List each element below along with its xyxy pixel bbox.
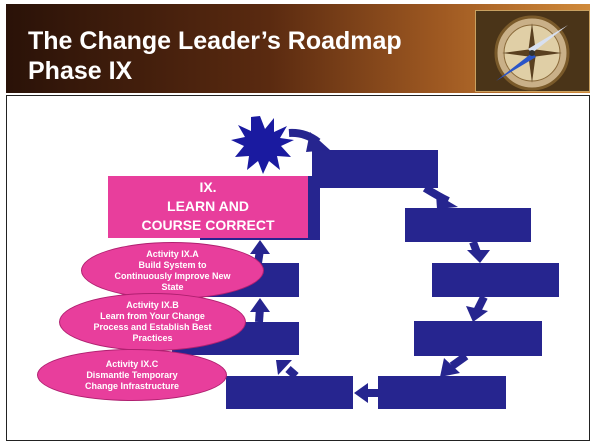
step-box-4 <box>414 321 542 356</box>
activity-b: Activity IX.B Learn from Your Change Pro… <box>59 293 246 351</box>
step-box-2 <box>405 208 531 242</box>
phase-box-line-3: COURSE CORRECT <box>141 217 275 233</box>
activity-b-line-2: Learn from Your Change <box>100 311 205 321</box>
step-box-5 <box>378 376 506 409</box>
activity-a-line-2: Build System to <box>138 259 207 270</box>
phase-box: IX. LEARN AND COURSE CORRECT <box>108 176 308 238</box>
activity-b-line-3: Process and Establish Best <box>93 322 212 332</box>
activity-a-line-3: Continuously Improve New <box>114 270 231 281</box>
activity-c: Activity IX.C Dismantle Temporary Change… <box>37 349 227 401</box>
title-line-2: Phase IX <box>28 57 133 85</box>
activity-a: Activity IX.A Build System to Continuous… <box>81 242 264 299</box>
step-box-1 <box>312 150 438 188</box>
phase-box-line-2: LEARN AND <box>167 198 249 214</box>
activity-c-line-3: Change Infrastructure <box>84 380 180 391</box>
title-line-1: The Change Leader’s Roadmap <box>28 27 402 55</box>
arrow-box4-to-box5 <box>449 352 469 370</box>
slide-title: The Change Leader’s Roadmap Phase IX <box>28 26 468 86</box>
activity-b-line-1: Activity IX.B <box>126 300 179 310</box>
arrow-box6-to-box7 <box>285 365 299 380</box>
step-box-3 <box>432 263 559 297</box>
arrow-box3-to-box4 <box>473 295 488 313</box>
activity-a-line-1: Activity IX.A <box>146 248 199 259</box>
activity-a-line-4: State <box>161 281 184 292</box>
activity-c-line-2: Dismantle Temporary <box>86 369 178 380</box>
activity-c-line-1: Activity IX.C <box>105 358 159 369</box>
phase-box-line-1: IX. <box>199 179 217 195</box>
compass-icon <box>475 10 590 92</box>
step-box-6 <box>226 376 353 409</box>
start-star-icon <box>231 116 294 174</box>
activity-b-line-4: Practices <box>132 333 173 343</box>
